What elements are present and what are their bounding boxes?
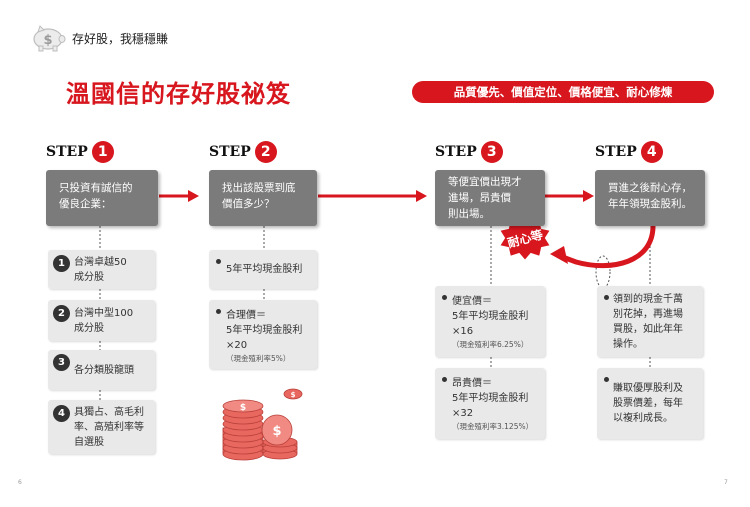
step-1-item-1: 1 台灣卓越50 成分股 <box>48 250 155 289</box>
page-number-right: 7 <box>724 479 728 486</box>
svg-text:$: $ <box>291 391 296 399</box>
step-4-item-compound-growth: 賺取優厚股利及 股票價差，每年 以複利成長。 <box>597 368 703 439</box>
svg-text:$: $ <box>240 403 246 413</box>
step-3-number: 3 <box>480 141 503 163</box>
page-number-left: 6 <box>18 479 22 486</box>
step-4-word: STEP <box>595 144 637 160</box>
header-subtitle: 存好股，我穩穩賺 <box>72 32 169 46</box>
bullet-dot <box>216 309 221 314</box>
step-2-box: 找出該股票到底 價值多少？ <box>209 170 317 226</box>
tagline-banner: 品質優先、價值定位、價格便宜、耐心修煉 <box>412 81 714 103</box>
dashed-connectors <box>99 226 651 400</box>
patience-badge: 耐心等 <box>497 213 553 263</box>
coin-stack-icon: $ $ $ <box>222 388 303 461</box>
bullet-dot <box>442 295 447 300</box>
item-number-badge: 2 <box>53 305 70 322</box>
step-1-item-4: 4 具獨占、高毛利 率、高殖利率等 自選股 <box>48 400 155 454</box>
svg-text:$: $ <box>272 424 281 439</box>
step-1-number: 1 <box>91 141 114 163</box>
step-3-box: 等便宜價出現才 進場，昂貴價 則出場。 <box>435 170 545 226</box>
step-2-number: 2 <box>254 141 277 163</box>
item-number-badge: 3 <box>53 354 70 371</box>
step-3-word: STEP <box>435 144 477 160</box>
step-1-word: STEP <box>46 144 88 160</box>
item-number-badge: 4 <box>53 405 70 422</box>
step-1-item-2: 2 台灣中型100 成分股 <box>48 300 155 341</box>
page-title: 溫國信的存好股祕笈 <box>66 79 291 108</box>
step-2-item-1: 5年平均現金股利 <box>209 250 317 289</box>
loop-dashed-ellipse <box>595 255 611 289</box>
step-2-item-2: 合理價＝ 5年平均現金股利 ×20 （現金殖利率5%） <box>209 300 317 369</box>
bullet-dot <box>216 259 221 264</box>
step-3-item-expensive-price: 昂貴價＝ 5年平均現金股利 ×32 （現金殖利率3.125%） <box>435 368 545 439</box>
piggy-bank-icon: $ <box>33 25 66 52</box>
step-1-box: 只投資有誠信的 優良企業： <box>46 170 158 226</box>
piggy-dollar-symbol: $ <box>43 33 52 48</box>
step-4-number: 4 <box>640 141 663 163</box>
step-4-box: 買進之後耐心存， 年年領現金股利。 <box>595 170 705 226</box>
step-4-item-reinvest: 領到的現金千萬 別花掉，再進場 買股，如此年年 操作。 <box>597 286 703 357</box>
step-3-item-cheap-price: 便宜價＝ 5年平均現金股利 ×16 （現金殖利率6.25%） <box>435 286 545 357</box>
item-number-badge: 1 <box>53 255 70 272</box>
bullet-dot <box>442 377 447 382</box>
step-2-word: STEP <box>209 144 251 160</box>
bullet-dot <box>604 377 609 382</box>
bullet-dot <box>604 295 609 300</box>
step-1-item-3: 3 各分類股龍頭 <box>48 350 155 390</box>
flow-arrows <box>159 190 656 269</box>
